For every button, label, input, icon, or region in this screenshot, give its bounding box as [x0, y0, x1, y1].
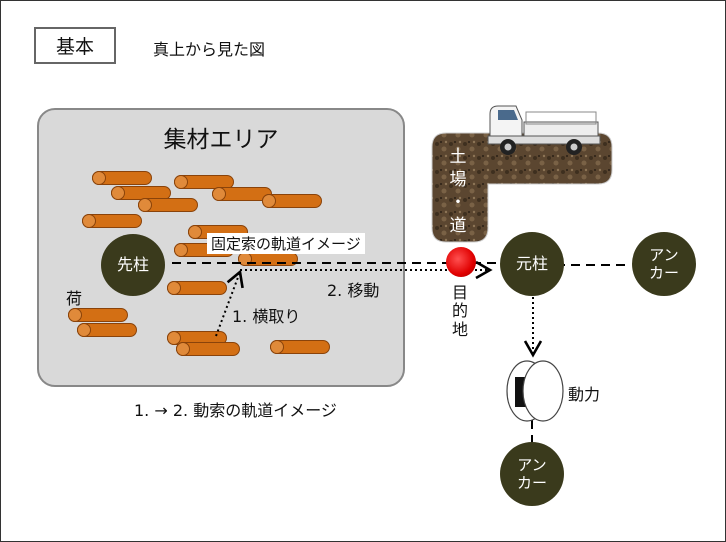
cargo-label: 荷 — [66, 289, 83, 308]
power-unit-label: 動力 — [568, 385, 601, 404]
step2-label: 2. 移動 — [327, 281, 380, 300]
log — [167, 281, 227, 295]
log — [262, 194, 322, 208]
view-note: 真上から見た図 — [153, 40, 266, 59]
log — [270, 340, 330, 354]
sakibashira-node: 先柱 — [101, 234, 165, 296]
step1-arrow — [215, 269, 244, 337]
log — [111, 186, 171, 200]
log — [68, 308, 128, 322]
log — [92, 171, 152, 185]
log — [138, 198, 198, 212]
anchor-right-node: アン カー — [632, 232, 696, 296]
truck-icon — [487, 105, 601, 155]
log — [77, 323, 137, 337]
basic-badge: 基本 — [34, 27, 116, 64]
moving-cable-label: 1. → 2. 動索の軌道イメージ — [134, 401, 337, 420]
destination-label: 目 的 地 — [452, 283, 469, 339]
log — [176, 342, 240, 356]
log — [212, 187, 272, 201]
landing-label: 土 場 ・ 道 — [449, 147, 467, 236]
motobashira-node: 元柱 — [500, 232, 564, 296]
fixed-cable-label: 固定索の軌道イメージ — [207, 233, 365, 254]
destination-point — [446, 247, 476, 277]
yarding-area-title: 集材エリア — [163, 127, 279, 153]
log — [167, 331, 227, 345]
step1-label: 1. 横取り — [232, 307, 301, 326]
log — [82, 214, 142, 228]
log — [174, 175, 234, 189]
power-unit-icon — [506, 360, 564, 422]
anchor-bottom-node: アン カー — [500, 442, 564, 506]
